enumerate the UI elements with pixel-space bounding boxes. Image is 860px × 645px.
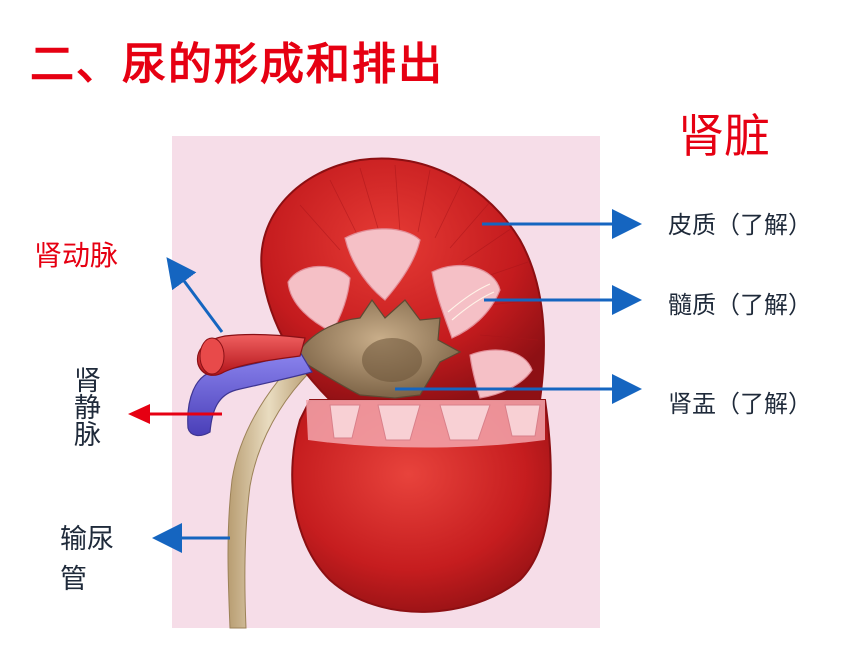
renal-artery-vessel: [196, 333, 306, 376]
organ-name: 肾脏: [678, 109, 770, 163]
medulla-pyramids: [287, 228, 533, 399]
pelvis-cavity: [362, 338, 422, 382]
kidney-lower: [291, 399, 552, 613]
arrow-artery: [166, 257, 224, 333]
label-cortex: 皮质（了解）: [668, 211, 812, 239]
label-ureter: 输尿管: [60, 524, 114, 595]
cortex-striations: [299, 164, 539, 341]
arrow-vein: [128, 404, 222, 424]
artery-opening: [199, 337, 225, 375]
label-renal-vein: 肾静脉: [69, 366, 100, 447]
label-pelvis: 肾盂（了解）: [668, 390, 812, 418]
slide-title: 二、尿的形成和排出: [30, 39, 444, 90]
ureter-tube: [227, 359, 311, 629]
cut-pyramids: [329, 404, 541, 441]
label-medulla: 髓质（了解）: [668, 291, 812, 319]
label-renal-artery: 肾动脉: [34, 239, 119, 272]
medulla-strands: [447, 283, 495, 321]
